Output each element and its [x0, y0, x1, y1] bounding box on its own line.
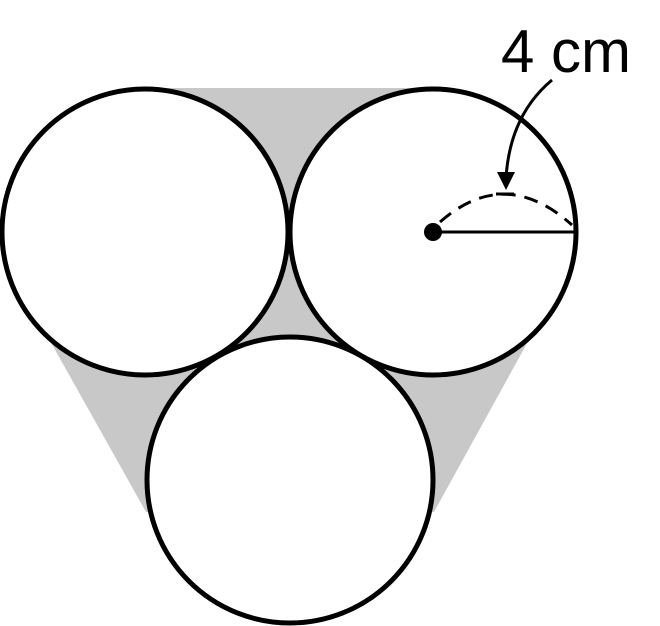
circle-bottom	[144, 334, 436, 626]
radius-label: 4 cm	[501, 18, 631, 85]
circle-top-left	[0, 86, 291, 378]
pointer-arrow-line	[504, 78, 553, 179]
center-point	[424, 223, 442, 241]
pointer-arrowhead	[497, 172, 515, 190]
